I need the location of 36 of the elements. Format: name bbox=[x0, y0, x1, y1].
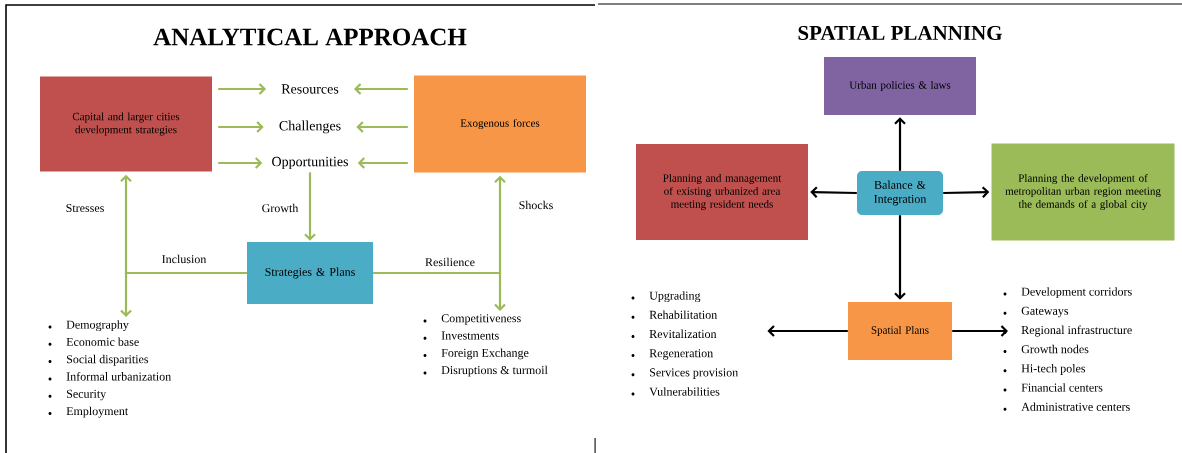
arrow bbox=[952, 325, 1008, 337]
outcome-text: Resources bbox=[281, 84, 339, 94]
process-box: Urban policies & laws bbox=[824, 57, 976, 115]
arrow bbox=[357, 157, 408, 169]
edge-label: Resilience bbox=[424, 256, 476, 268]
process-box: Exogenous forces bbox=[414, 75, 586, 173]
arrow bbox=[353, 83, 408, 95]
arrow bbox=[373, 271, 506, 311]
process-box: Planning the development of metropolitan urban region meeting the demands of a global city bbox=[991, 143, 1175, 241]
edge-label: Inclusion bbox=[160, 253, 208, 265]
arrow bbox=[356, 121, 408, 133]
bullet-list: Upgrading Rehabilitation Revitalization Regeneration Services provision Vulnerabilities bbox=[649, 291, 738, 396]
edge-label: Growth bbox=[260, 202, 300, 214]
process-box: Strategies & Plans bbox=[247, 242, 373, 304]
rounded-box: Balance & Integration bbox=[857, 171, 943, 215]
arrow bbox=[218, 157, 263, 169]
arrow bbox=[894, 215, 906, 300]
bullet-list: Demography Economic base Social disparities Informal urbanization Security Employment bbox=[66, 320, 171, 418]
process-box: Capital and larger cities development strategies bbox=[40, 76, 212, 172]
arrow bbox=[218, 83, 267, 95]
process-box: Planning and management of existing urbanized area meeting resident needs bbox=[636, 144, 808, 240]
outcome-text: Challenges bbox=[279, 120, 341, 134]
edge-label: Shocks bbox=[517, 199, 555, 211]
bullet-list: Development corridors Gateways Regional infrastructure Growth nodes Hi-tech poles Financial centers Administrative centers bbox=[1021, 287, 1132, 411]
arrow bbox=[894, 117, 906, 171]
arrow bbox=[218, 121, 264, 133]
outcome-text: Opportunities bbox=[272, 156, 348, 170]
arrow bbox=[943, 186, 990, 198]
heading: ANALYTICAL APPROACH bbox=[153, 28, 467, 46]
arrow bbox=[120, 271, 247, 317]
bullet-list: Competitiveness Investments Foreign Exchange Disruptions & turmoil bbox=[441, 314, 548, 377]
arrow bbox=[767, 325, 848, 337]
arrow bbox=[810, 186, 857, 198]
edge-label: Stresses bbox=[64, 202, 106, 214]
process-box: Spatial Plans bbox=[848, 302, 952, 360]
arrow bbox=[304, 172, 316, 241]
